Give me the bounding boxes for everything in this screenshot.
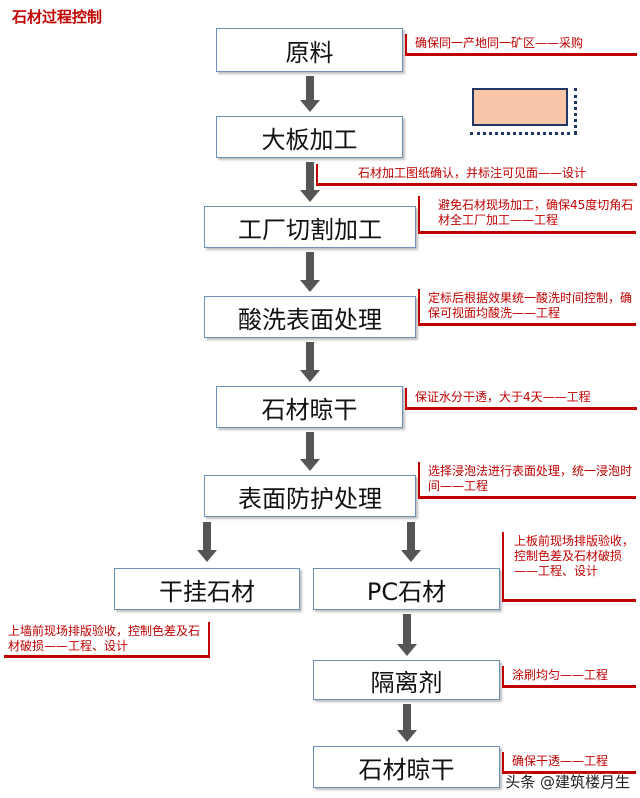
flow-arrow [197,522,217,562]
note-text: 保证水分干透，大于4天——工程 [415,390,591,404]
watermark: 头条 @建筑楼月生 [505,773,630,791]
stone-sample-dotted-edge [470,132,577,135]
step-drying-2: 石材晾干 [313,746,500,788]
note-surface-protection: 选择浸泡法进行表面处理，统一浸泡时间——工程 [418,462,636,499]
stone-sample-rect [472,88,568,126]
flow-arrow [300,252,320,292]
flow-arrow [300,162,320,202]
step-label: 大板加工 [261,125,358,154]
flow-arrow [300,342,320,382]
note-drying-1: 保证水分干透，大于4天——工程 [405,388,637,410]
step-raw-material: 原料 [216,28,403,72]
step-label: 工厂切割加工 [238,215,382,244]
step-label: 隔离剂 [370,668,443,697]
step-pc-stone: PC石材 [313,568,500,610]
flow-arrow [397,704,417,742]
step-factory-cutting: 工厂切割加工 [204,206,416,248]
step-surface-protection: 表面防护处理 [204,475,416,517]
note-dry-hang-stone: 上墙前现场排版验收，控制色差及石材破损——工程、设计 [4,622,210,658]
note-text: 涂刷均匀——工程 [512,668,609,682]
note-pc-stone: 上板前现场排版验收，控制色差及石材破损——工程、设计 [502,532,636,602]
note-text: 石材加工图纸确认，并标注可见面——设计 [358,166,587,180]
note-text: 上板前现场排版验收，控制色差及石材破损——工程、设计 [514,534,635,578]
note-text: 选择浸泡法进行表面处理，统一浸泡时间——工程 [428,464,633,493]
note-factory-cutting: 避免石材现场加工，确保45度切角石材全工厂加工——工程 [418,196,636,234]
step-label: 干挂石材 [159,577,255,606]
note-isolation-agent: 涂刷均匀——工程 [502,666,636,688]
step-label: PC石材 [366,577,447,606]
step-pickling: 酸洗表面处理 [204,296,416,338]
step-isolation-agent: 隔离剂 [313,660,500,700]
step-label: 石材晾干 [358,755,455,784]
flow-arrow [401,522,421,562]
step-label: 表面防护处理 [238,484,382,513]
note-text: 确保同一产地同一矿区——采购 [415,36,584,50]
note-text: 避免石材现场加工，确保45度切角石材全工厂加工——工程 [438,198,634,227]
stone-sample-dotted-side [574,88,577,134]
page-title: 石材过程控制 [12,8,103,26]
note-text: 定标后根据效果统一酸洗时间控制，确保可视面均酸洗——工程 [428,291,633,320]
note-text: 确保干透——工程 [512,754,609,768]
step-label: 酸洗表面处理 [238,305,382,334]
step-dry-hang-stone: 干挂石材 [114,568,300,610]
step-label: 原料 [285,38,334,67]
step-label: 石材晾干 [261,395,358,424]
step-drying-1: 石材晾干 [216,386,403,428]
flow-arrow [300,76,320,112]
note-slab-processing: 石材加工图纸确认，并标注可见面——设计 [316,164,637,186]
note-text: 上墙前现场排版验收，控制色差及石材破损——工程、设计 [8,624,201,653]
flow-arrow [300,432,320,471]
step-slab-processing: 大板加工 [216,116,403,158]
note-drying-2: 确保干透——工程 [502,752,636,774]
note-raw-material: 确保同一产地同一矿区——采购 [405,34,637,56]
flow-arrow [397,614,417,656]
note-pickling: 定标后根据效果统一酸洗时间控制，确保可视面均酸洗——工程 [418,289,636,326]
